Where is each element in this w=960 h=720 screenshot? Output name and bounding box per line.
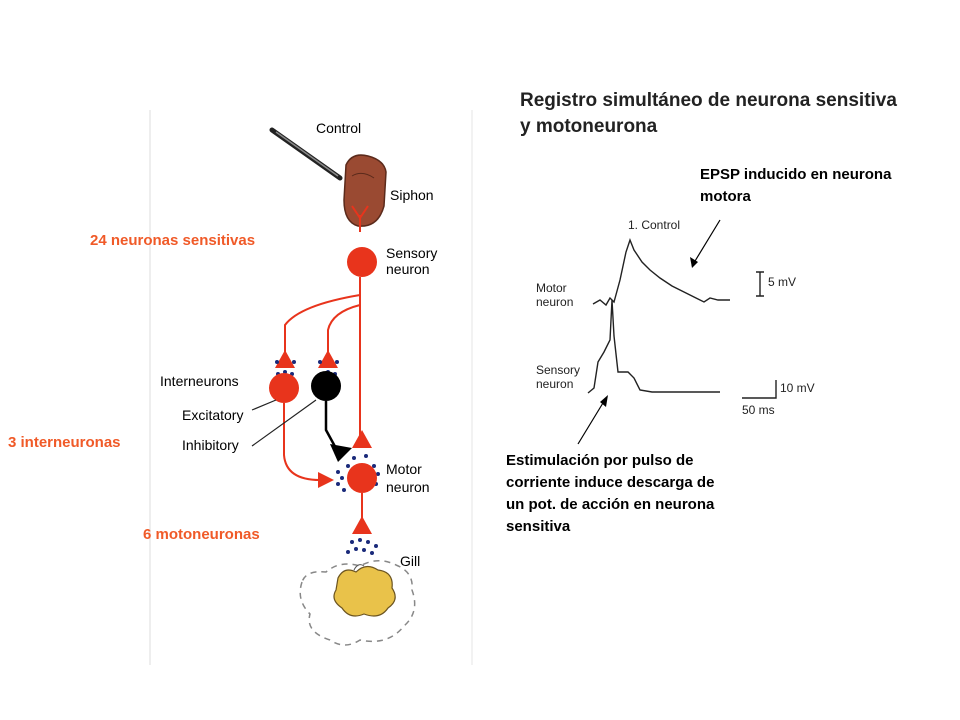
sensory-neuron (347, 247, 377, 277)
scale-50ms-label: 50 ms (742, 403, 775, 417)
scale-5mv-label: 5 mV (768, 275, 796, 289)
stimulation-arrow (577, 395, 608, 445)
epsp-annotation: EPSP inducido en neurona motora (700, 166, 892, 205)
motor-trace (592, 237, 730, 307)
stimulation-annotation: Estimulación por pulso de corriente indu… (506, 452, 715, 535)
epsp-arrow (690, 219, 721, 268)
recording-traces (587, 237, 777, 399)
gill-icon (299, 560, 416, 646)
trace-title: 1. Control (628, 218, 680, 232)
electrode-icon (269, 127, 343, 181)
label-siphon: Siphon (390, 187, 434, 203)
siphon-icon (343, 154, 387, 227)
label-gill: Gill (400, 553, 420, 569)
scale-10mv-50ms (742, 380, 777, 399)
label-sensory-1: Sensory (386, 245, 437, 261)
motor-count-label: 6 motoneuronas (143, 526, 260, 543)
sensory-dendrite (351, 205, 369, 232)
sensory-trace (587, 299, 720, 394)
synapse-terminal (275, 350, 295, 368)
scale-5mv (756, 271, 764, 297)
scale-10mv-label: 10 mV (780, 381, 815, 395)
label-control: Control (316, 120, 361, 136)
trace-sensory-2: neuron (536, 377, 573, 391)
label-sensory-2: neuron (386, 261, 430, 277)
interneuron-count-label: 3 interneuronas (8, 434, 121, 451)
label-excitatory: Excitatory (182, 407, 243, 423)
trace-motor-2: neuron (536, 295, 573, 309)
label-inhibitory: Inhibitory (182, 437, 239, 453)
inhibitory-interneuron (311, 371, 341, 401)
label-motor-1: Motor (386, 461, 422, 477)
inhibitory-terminal (330, 444, 352, 462)
synapse-terminal (352, 516, 372, 534)
trace-sensory-1: Sensory (536, 363, 580, 377)
synapse-terminal (318, 350, 338, 368)
synapse-terminal (352, 430, 372, 448)
page-title: Registro simultáneo de neurona sensitiva… (520, 90, 897, 137)
excitatory-interneuron (269, 373, 299, 403)
trace-motor-1: Motor (536, 281, 567, 295)
sensory-count-label: 24 neuronas sensitivas (90, 232, 256, 249)
label-interneurons: Interneurons (160, 373, 239, 389)
synapse-terminal (318, 472, 334, 488)
motor-neuron (347, 463, 377, 493)
vesicles (346, 538, 378, 555)
label-motor-2: neuron (386, 479, 430, 495)
